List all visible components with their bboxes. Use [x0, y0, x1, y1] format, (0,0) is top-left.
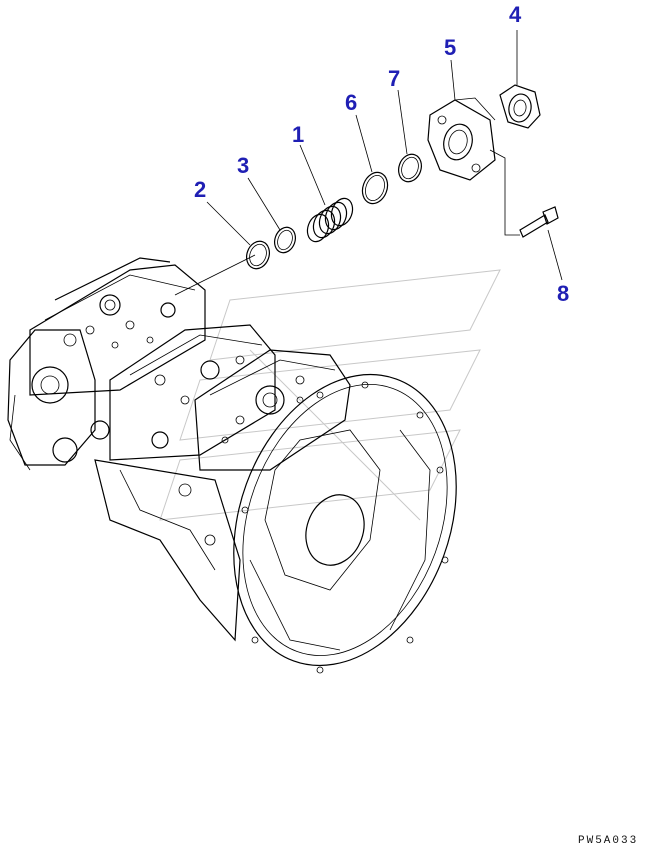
callout-labels: 1 2 3 4 5 6 7 8 [194, 2, 569, 306]
flange-part-5 [427, 97, 496, 181]
callout-8: 8 [557, 281, 569, 306]
callout-7: 7 [388, 66, 400, 91]
spring-part-1 [306, 197, 354, 243]
o-ring-part-7 [398, 153, 422, 183]
drawing-code: PW5A033 [578, 835, 638, 847]
o-ring-part-2 [246, 240, 270, 270]
callout-1: 1 [292, 122, 304, 147]
o-ring-part-6 [361, 171, 389, 205]
nut-part-4 [499, 84, 541, 129]
callout-5: 5 [444, 35, 456, 60]
ring-part-3 [274, 226, 296, 254]
callout-4: 4 [509, 2, 522, 27]
exploded-parts [174, 84, 559, 296]
watermark [159, 269, 501, 521]
callout-2: 2 [194, 177, 206, 202]
callout-leaders [206, 30, 563, 281]
callout-3: 3 [237, 153, 249, 178]
bolt-part-8 [519, 206, 559, 238]
callout-6: 6 [345, 90, 357, 115]
hydraulic-pump-assembly [7, 257, 457, 674]
